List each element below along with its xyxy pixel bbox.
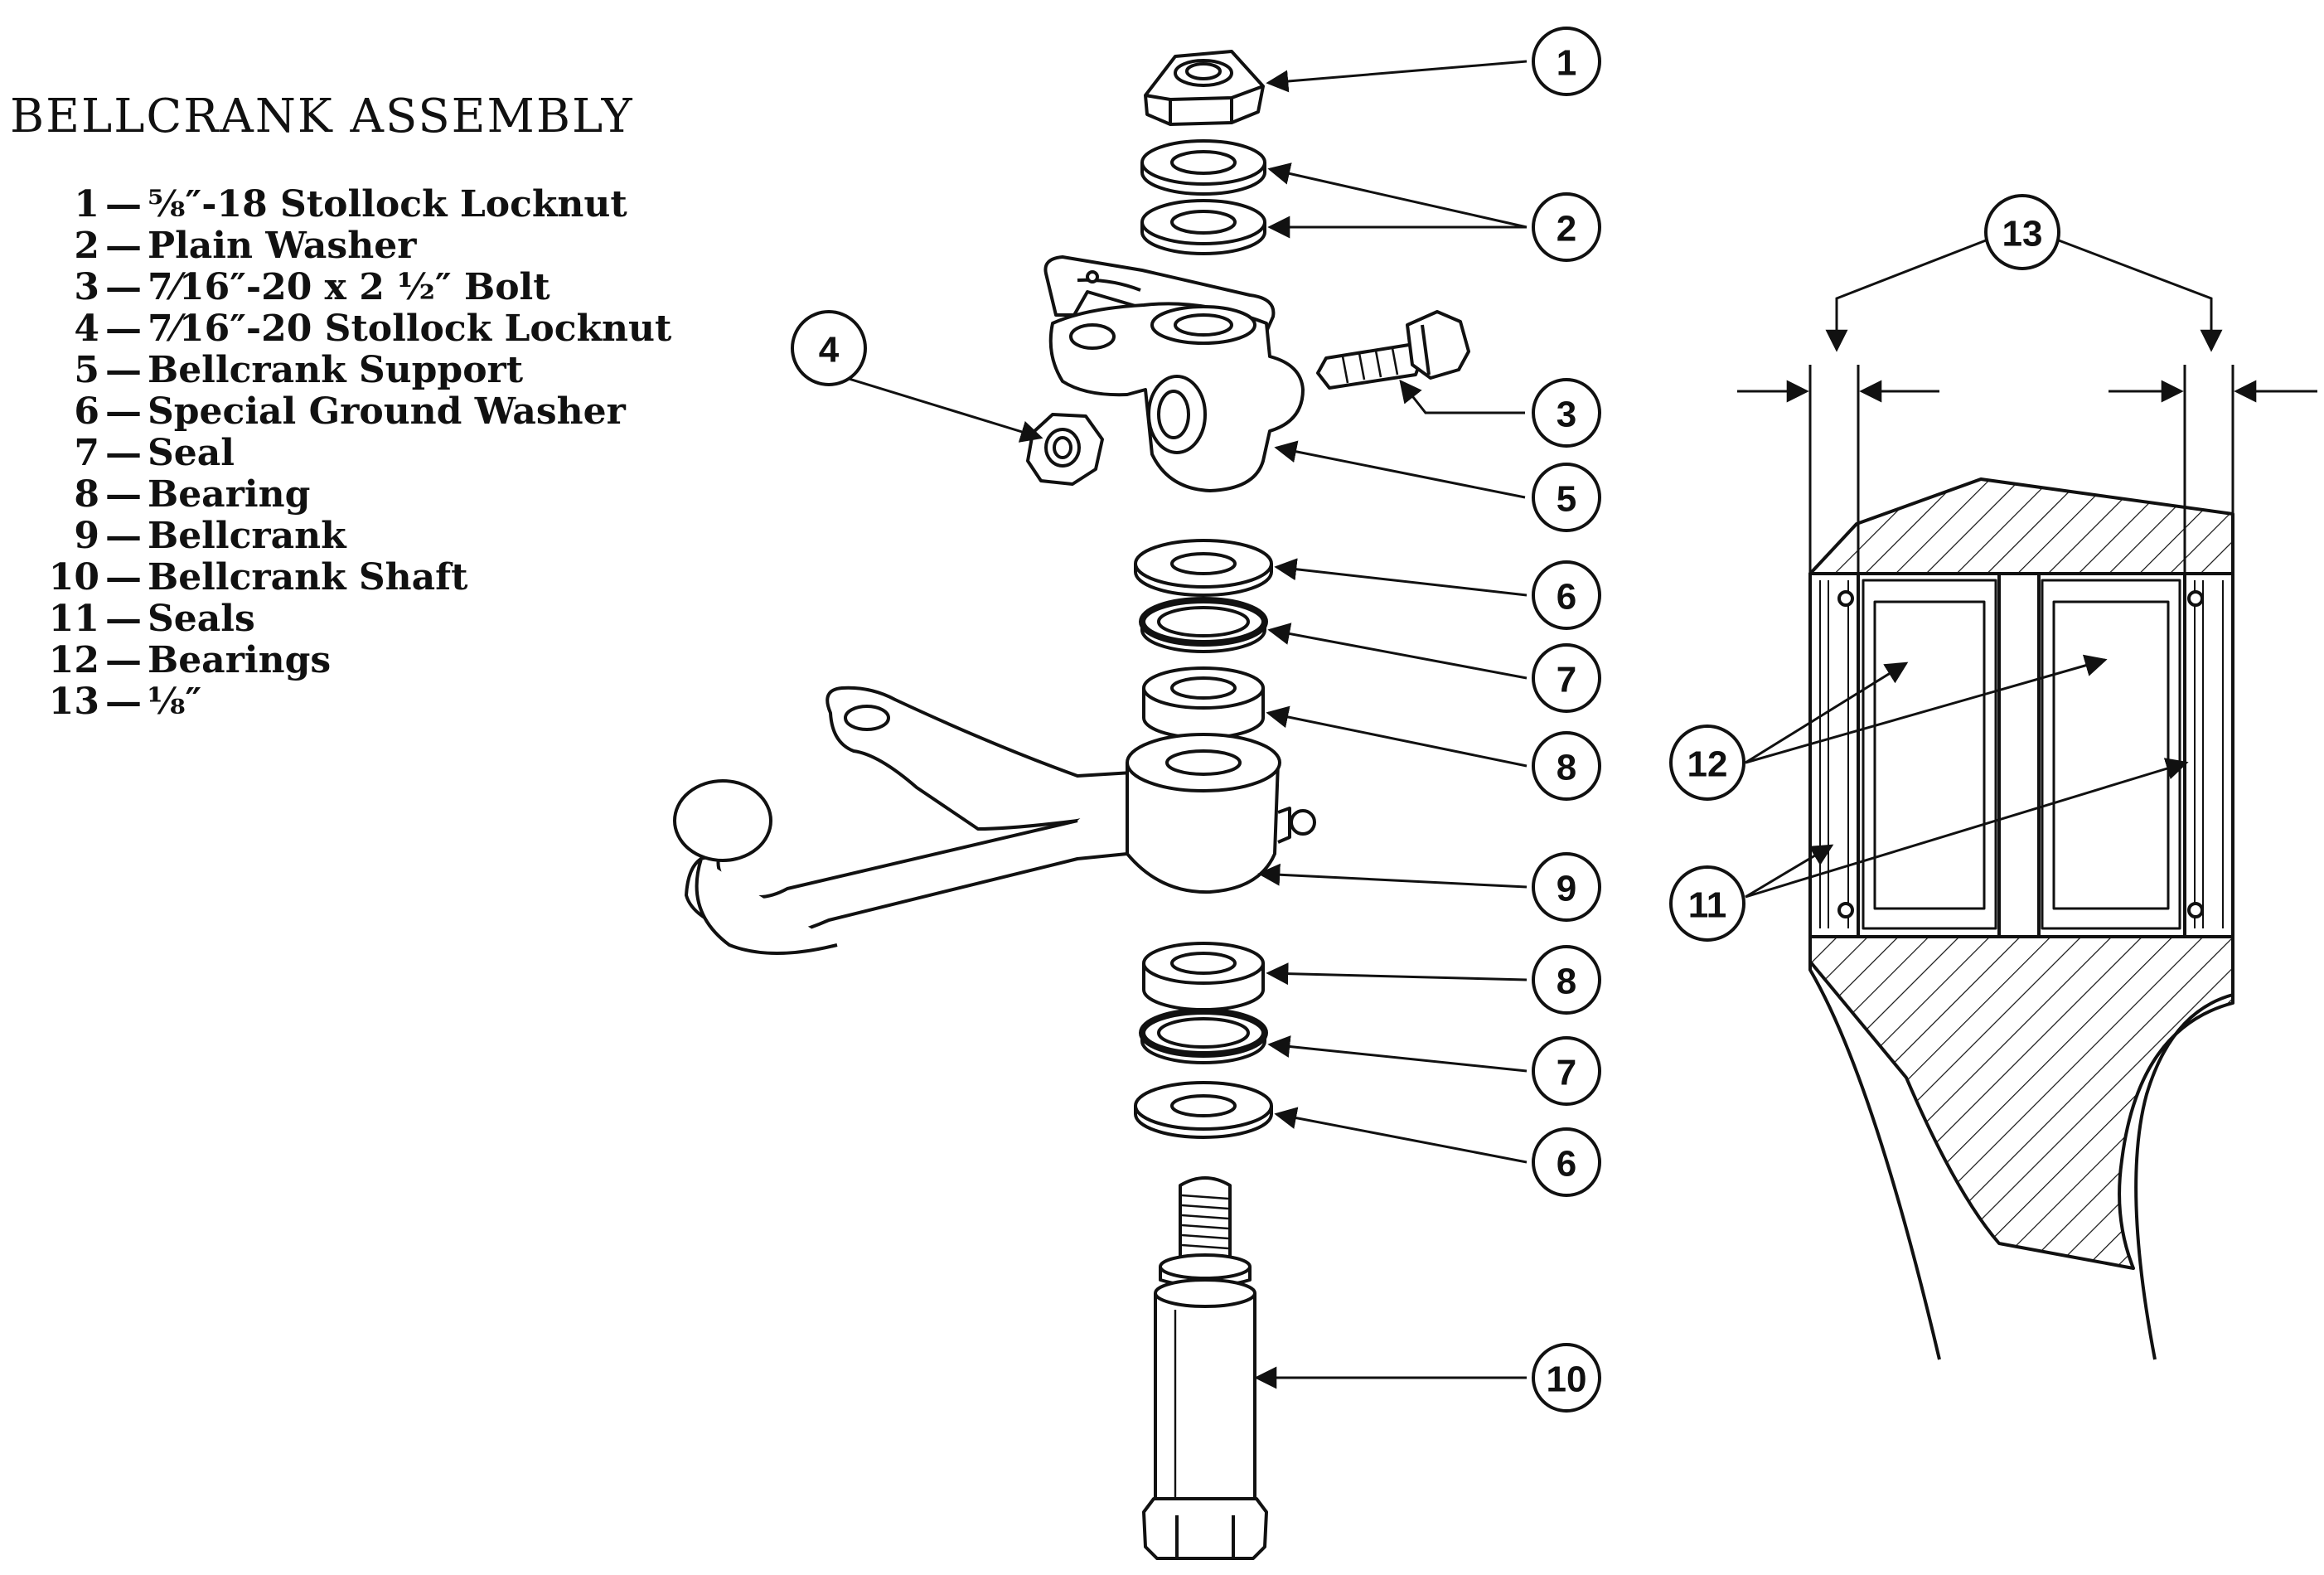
part-name: Bearing: [148, 473, 311, 516]
part-dash: —: [105, 225, 142, 267]
part-name: Bellcrank Shaft: [148, 556, 468, 598]
cross-section-view: [1808, 477, 2234, 1360]
part-dash: —: [105, 639, 142, 681]
part-number: 7: [74, 432, 99, 474]
parts-list-item: 4—7⁄16″-20 Stollock Locknut: [0, 308, 746, 350]
locknut-part: [1144, 50, 1265, 126]
part-dash: —: [105, 681, 142, 723]
part-name: Special Ground Washer: [148, 390, 626, 433]
part-number: 6: [74, 390, 99, 433]
part-number: 2: [74, 225, 99, 267]
seal-lower: [1139, 1008, 1268, 1064]
part-number: 1: [74, 183, 99, 225]
parts-list-item: 8—Bearing: [0, 474, 746, 516]
parts-list-item: 13—⅛″: [0, 681, 746, 723]
part-dash: —: [105, 308, 142, 350]
part-number: 4: [74, 308, 99, 350]
callout-9: 9: [1557, 869, 1576, 909]
part-dash: —: [105, 432, 142, 474]
ground-washer-upper: [1134, 539, 1273, 597]
callout-12: 12: [1687, 744, 1728, 785]
part-number: 3: [74, 266, 99, 308]
callout-3: 3: [1557, 395, 1576, 435]
part-dash: —: [105, 183, 142, 225]
part-number: 8: [74, 473, 99, 516]
callout-7-upper: 7: [1557, 660, 1576, 700]
part-number: 13: [48, 681, 99, 723]
parts-list-item: 6—Special Ground Washer: [0, 391, 746, 433]
part-dash: —: [105, 390, 142, 433]
parts-list-item: 1—⅝″-18 Stollock Locknut: [0, 184, 746, 225]
parts-list-item: 11—Seals: [0, 598, 746, 640]
parts-list-item: 10—Bellcrank Shaft: [0, 557, 746, 598]
part-name: 7⁄16″-20 Stollock Locknut: [148, 308, 672, 350]
callout-8-lower: 8: [1557, 962, 1576, 1002]
part-dash: —: [105, 598, 142, 640]
callout-6-upper: 6: [1557, 577, 1576, 618]
part-dash: —: [105, 266, 142, 308]
parts-list-item: 7—Seal: [0, 433, 746, 474]
part-name: ⅝″-18 Stollock Locknut: [148, 183, 627, 225]
callout-7-lower: 7: [1557, 1053, 1576, 1093]
part-name: Bellcrank: [148, 515, 346, 557]
plain-washer-upper: [1140, 139, 1266, 196]
part-dash: —: [105, 473, 142, 516]
parts-list-item: 12—Bearings: [0, 640, 746, 681]
callout-5: 5: [1557, 479, 1576, 520]
part-number: 10: [48, 556, 99, 598]
part-dash: —: [105, 515, 142, 557]
part-name: 7⁄16″-20 x 2 ½″ Bolt: [148, 266, 550, 308]
plain-washer-lower: [1140, 199, 1266, 255]
callout-8-upper: 8: [1557, 748, 1576, 788]
seal-upper: [1139, 597, 1268, 653]
part-number: 11: [48, 598, 99, 640]
bellcrank-shaft-part: [1142, 1176, 1268, 1560]
bolt-part: [1316, 310, 1470, 390]
callout-2: 2: [1557, 209, 1576, 250]
part-name: Seals: [148, 598, 255, 640]
callout-11: 11: [1688, 885, 1727, 926]
diagram-title: BELLCRANK ASSEMBLY: [10, 90, 634, 143]
small-locknut-part: [1026, 413, 1104, 486]
bellcrank-part: [673, 686, 1316, 955]
part-name: Bearings: [148, 639, 332, 681]
parts-list-item: 9—Bellcrank: [0, 516, 746, 557]
parts-list-item: 5—Bellcrank Support: [0, 350, 746, 391]
callout-10: 10: [1547, 1359, 1587, 1400]
parts-list: 1—⅝″-18 Stollock Locknut 2—Plain Washer …: [0, 184, 746, 723]
callout-4: 4: [819, 330, 840, 371]
part-dash: —: [105, 556, 142, 598]
bellcrank-support-part: [1043, 255, 1305, 492]
part-dash: —: [105, 349, 142, 391]
part-name: Seal: [148, 432, 235, 474]
part-name: ⅛″: [148, 681, 202, 723]
parts-list-item: 3—7⁄16″-20 x 2 ½″ Bolt: [0, 267, 746, 308]
part-number: 9: [74, 515, 99, 557]
part-number: 12: [48, 639, 99, 681]
part-number: 5: [74, 349, 99, 391]
bearing-upper: [1142, 666, 1265, 739]
part-name: Bellcrank Support: [148, 349, 524, 391]
bearing-lower: [1142, 942, 1265, 1011]
parts-list-item: 2—Plain Washer: [0, 225, 746, 267]
callout-13: 13: [2002, 214, 2043, 254]
callout-6-lower: 6: [1557, 1144, 1576, 1185]
part-name: Plain Washer: [148, 225, 417, 267]
callout-1: 1: [1557, 43, 1576, 84]
ground-washer-lower: [1134, 1081, 1273, 1139]
